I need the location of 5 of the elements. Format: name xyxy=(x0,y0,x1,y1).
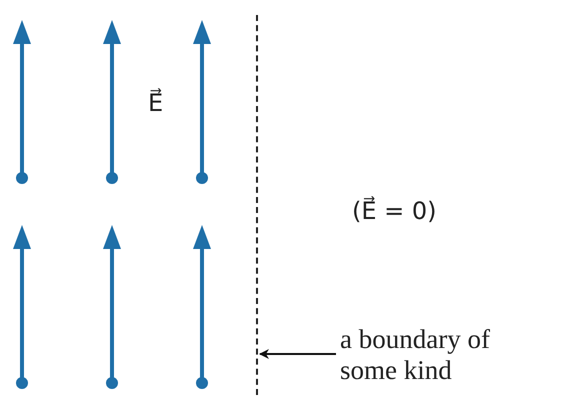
boundary-caption: a boundary of some kind xyxy=(340,324,510,386)
leader-arrow xyxy=(259,349,336,359)
zero-field-note: (E⃗ = 0) xyxy=(352,196,437,227)
boundary-line xyxy=(256,15,260,395)
field-symbol: E⃗ xyxy=(148,88,164,119)
